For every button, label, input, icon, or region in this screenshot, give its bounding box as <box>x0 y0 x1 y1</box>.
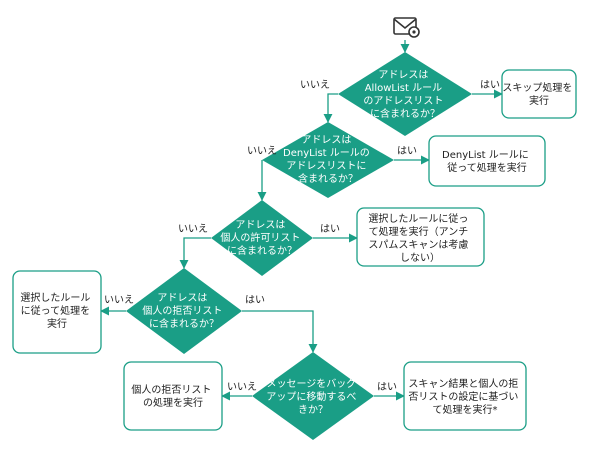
decision-denylist-text: アドレスは DenyList ルールの アドレスリストに 含まれるか？ <box>283 134 373 185</box>
envelope-gear-icon <box>393 17 420 38</box>
label-personal-block-yes: はい <box>245 294 265 306</box>
branch-labels: はい いいえ はい いいえ はい いいえ はい いいえ はい いいえ <box>104 79 500 393</box>
decision-personal-allow: アドレスは 個人の許可リスト に含まれるか？ <box>211 200 313 276</box>
action-selected-rule-antispam: 選択したルールに従っ て処理を実行（アンチ スパムスキャンは考慮 しない） <box>356 207 485 267</box>
decision-allowlist: アドレスは AllowList ルール のアドレスリスト に含まれるか？ <box>338 52 472 136</box>
label-personal-allow-no: いいえ <box>178 223 208 235</box>
label-denylist-no: いいえ <box>247 145 277 157</box>
label-move-yes: はい <box>377 381 397 393</box>
action-denylist: DenyList ルールに 従って処理を実行 <box>428 135 546 187</box>
decision-personal-block: アドレスは 個人の拒否リスト に含まれるか？ <box>126 268 242 354</box>
action-selected-rule-text: 選択したルール に従って処理を 実行 <box>20 291 93 330</box>
label-personal-allow-yes: はい <box>320 223 340 235</box>
label-denylist-yes: はい <box>397 145 417 157</box>
decision-move-to-junk: メッセージをバッグ アップに移動するべ きか？ <box>252 352 374 440</box>
action-skip-text: スキップ処理を 実行 <box>502 81 575 107</box>
decision-personal-allow-text: アドレスは 個人の許可リスト に含まれるか？ <box>220 219 303 257</box>
action-scan-result-text: スキャン結果と個人の拒 否リストの設定に基づい て処理を実行* <box>408 377 521 416</box>
decision-denylist: アドレスは DenyList ルールの アドレスリストに 含まれるか？ <box>262 122 394 198</box>
action-selected-rule: 選択したルール に従って処理を 実行 <box>12 270 102 354</box>
decision-move-to-junk-text: メッセージをバッグ アップに移動するべ きか？ <box>266 377 359 416</box>
label-move-no: いいえ <box>227 381 257 393</box>
action-denylist-text: DenyList ルールに 従って処理を実行 <box>442 149 532 174</box>
decision-personal-block-text: アドレスは 個人の拒否リスト に含まれるか？ <box>142 292 225 330</box>
connector-personal-block-yes <box>242 310 318 353</box>
decision-allowlist-text: アドレスは AllowList ルール のアドレスリスト に含まれるか？ <box>363 69 446 120</box>
action-personal-block-text: 個人の拒否リスト の処理を実行 <box>131 383 214 409</box>
connector-personal-allow-no <box>179 237 211 269</box>
action-scan-result: スキャン結果と個人の拒 否リストの設定に基づい て処理を実行* <box>403 361 527 431</box>
action-skip: スキップ処理を 実行 <box>501 69 577 119</box>
action-selected-rule-antispam-text: 選択したルールに従っ て処理を実行（アンチ スパムスキャンは考慮 しない） <box>368 212 471 264</box>
connectors <box>100 40 503 401</box>
label-allowlist-no: いいえ <box>300 79 330 91</box>
connector-allowlist-no <box>323 93 338 123</box>
label-personal-block-no: いいえ <box>104 294 134 306</box>
label-allowlist-yes: はい <box>480 79 500 91</box>
action-personal-block: 個人の拒否リスト の処理を実行 <box>123 361 223 431</box>
